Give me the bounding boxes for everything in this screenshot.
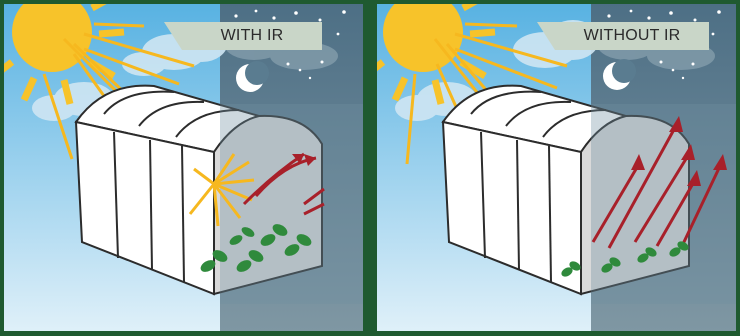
panel-with-ir: WITH IR [4, 4, 363, 331]
night-shade [220, 104, 363, 304]
with-ir-scene [4, 4, 363, 331]
without-ir-scene [377, 4, 736, 331]
panel-label: WITH IR [182, 23, 322, 49]
panel-label: WITHOUT IR [555, 23, 709, 49]
night-shade [591, 104, 736, 304]
panel-without-ir: WITHOUT IR [377, 4, 736, 331]
